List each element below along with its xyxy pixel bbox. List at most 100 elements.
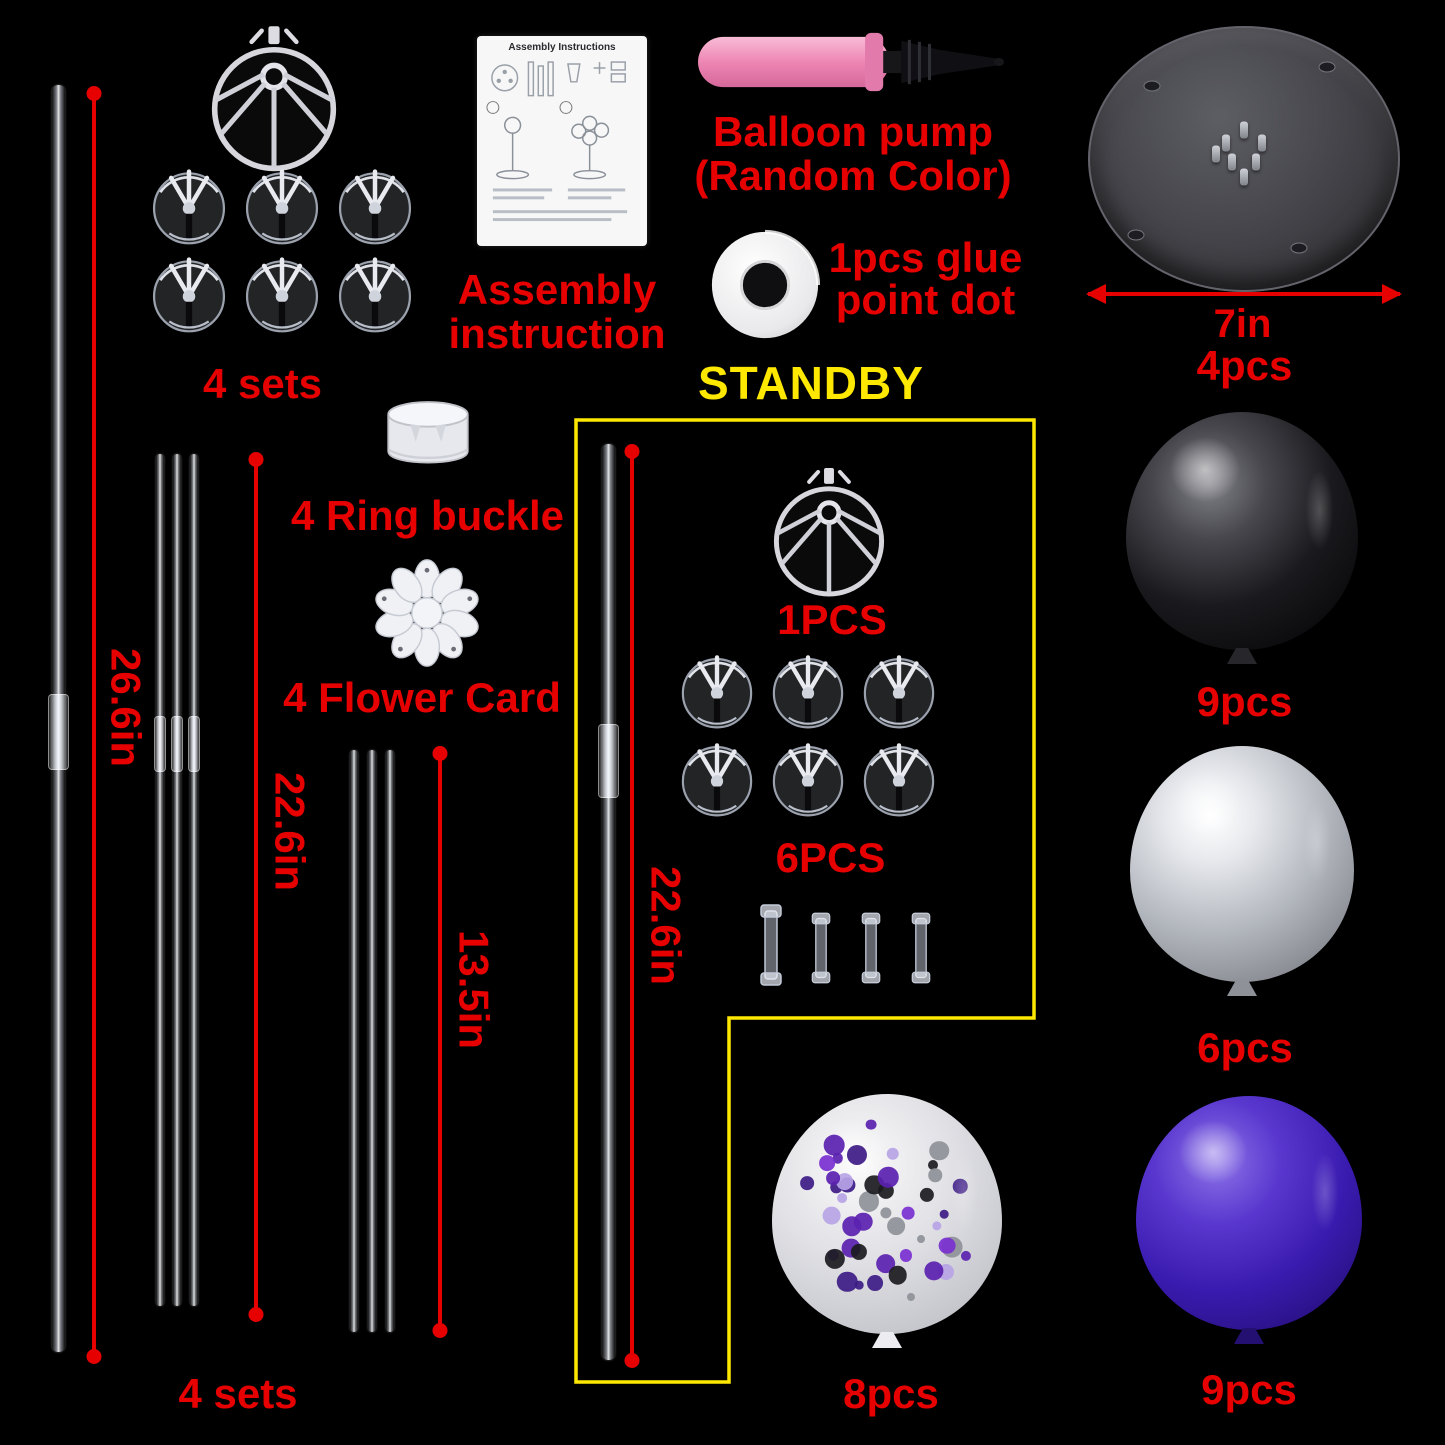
ring-buckle-label: 4 Ring buckle: [290, 492, 565, 539]
balloon-knot: [1234, 1328, 1264, 1344]
measure-line-7in: [1088, 292, 1400, 296]
confetti-dot: [878, 1167, 899, 1188]
confetti-dot: [826, 1170, 841, 1185]
confetti-dot: [886, 1217, 905, 1235]
confetti-dot: [865, 1119, 877, 1130]
balloon-cup-icon: [672, 646, 762, 730]
pump-label-line2: (Random Color): [694, 152, 1012, 199]
pole-joint: [188, 716, 200, 772]
confetti-dot: [850, 1244, 867, 1261]
confetti-dot: [906, 1293, 915, 1302]
standby-pole-joint: [598, 724, 619, 798]
confetti-dot: [938, 1237, 956, 1255]
confetti-dot: [928, 1168, 942, 1182]
confetti-dot: [832, 1152, 843, 1164]
balloon-cup-icon: [236, 248, 328, 334]
standby-cups-qty: 6PCS: [775, 834, 886, 881]
standby-title: STANDBY: [698, 357, 924, 409]
confetti-dot: [960, 1250, 971, 1261]
assembly-label-line1: Assembly: [457, 266, 657, 313]
balloon-knot: [872, 1332, 902, 1348]
measure-label-13in: 13.5in: [450, 930, 498, 1050]
purple-balloon-qty: 9pcs: [1201, 1366, 1297, 1413]
purple-balloon: [1136, 1096, 1362, 1344]
confetti-dot: [888, 1265, 907, 1285]
confetti-dot: [880, 1207, 892, 1219]
assembly-instruction-card: Assembly Instructions: [477, 36, 647, 246]
standby-measure-line: [630, 450, 634, 1362]
base-plate: [1088, 26, 1400, 292]
balloon-cup-icon: [763, 734, 853, 818]
assembly-label-line2: instruction: [448, 310, 666, 357]
black-balloon-body: [1126, 412, 1358, 650]
glue-point-roll: [711, 229, 821, 339]
silver-balloon: [1130, 746, 1354, 996]
base-size-label: 7in: [1213, 302, 1272, 346]
confetti-dot: [842, 1216, 862, 1236]
assembly-card-title: Assembly Instructions: [508, 42, 616, 53]
balloon-wheel-icon: [205, 24, 343, 174]
confetti-dot: [919, 1187, 935, 1203]
balloon-cup-icon: [763, 646, 853, 730]
confetti-dot: [899, 1249, 912, 1262]
measure-line-22in: [254, 458, 258, 1316]
base-qty-label: 4pcs: [1196, 342, 1293, 389]
base-peg: [1227, 153, 1236, 171]
pole-connector-icon: [808, 910, 834, 986]
pole-sets-qty-label: 4 sets: [178, 1370, 298, 1417]
measure-line-26in: [92, 92, 96, 1358]
base-peg: [1258, 134, 1267, 152]
confetti-balloon-qty: 8pcs: [843, 1370, 939, 1417]
base-peg: [1212, 145, 1221, 163]
base-peg: [1252, 153, 1261, 171]
confetti-dot: [886, 1147, 900, 1160]
confetti-balloon: [772, 1094, 1002, 1348]
confetti-dot: [835, 1172, 854, 1191]
standby-pole-22in: [602, 444, 615, 1360]
pole-22in: [173, 454, 181, 1306]
pole-22in: [190, 454, 198, 1306]
confetti-dot: [854, 1280, 864, 1290]
glue-label-line1: 1pcs glue: [828, 234, 1023, 281]
purple-balloon-body: [1136, 1096, 1362, 1330]
balloon-cup-icon: [672, 734, 762, 818]
confetti-dot: [822, 1206, 841, 1226]
base-peg: [1240, 168, 1248, 186]
long-pole-joint: [48, 694, 69, 770]
cup-sets-qty-label: 4 sets: [202, 360, 323, 407]
assembly-card-diagrams: [486, 61, 628, 222]
standby-wheel-icon: [768, 466, 890, 599]
balloon-pump: [698, 32, 1004, 92]
balloon-cup-icon: [329, 248, 421, 334]
ring-buckle-icon: [376, 392, 480, 484]
balloon-cup-icon: [329, 160, 421, 246]
confetti-dot: [824, 1248, 846, 1270]
base-hole: [1127, 229, 1145, 241]
pole-13in: [368, 750, 376, 1332]
confetti-dot: [837, 1193, 848, 1203]
confetti-dot: [846, 1144, 867, 1165]
confetti-dot: [940, 1210, 949, 1219]
flower-card-label: 4 Flower Card: [283, 674, 561, 721]
balloon-cup-icon: [143, 160, 235, 246]
measure-line-13in: [438, 752, 442, 1332]
glue-label-line2: point dot: [835, 276, 1016, 323]
silver-balloon-body: [1130, 746, 1354, 982]
base-hole: [1290, 242, 1308, 254]
pole-connector-icon: [858, 910, 884, 986]
confetti-dot: [902, 1206, 915, 1220]
confetti-dot: [928, 1160, 939, 1171]
confetti-dot: [916, 1234, 925, 1243]
confetti-dot: [830, 1181, 842, 1194]
pole-13in: [386, 750, 394, 1332]
measure-label-26in: 26.6in: [102, 648, 150, 768]
confetti-dot: [932, 1221, 942, 1231]
flower-card-icon: [368, 556, 486, 670]
pole-connector-icon: [756, 902, 786, 988]
confetti-dot: [836, 1271, 858, 1292]
pole-22in: [156, 454, 164, 1306]
balloon-knot: [1227, 980, 1257, 996]
confetti-dot: [818, 1155, 835, 1172]
confetti-dot: [859, 1191, 880, 1212]
